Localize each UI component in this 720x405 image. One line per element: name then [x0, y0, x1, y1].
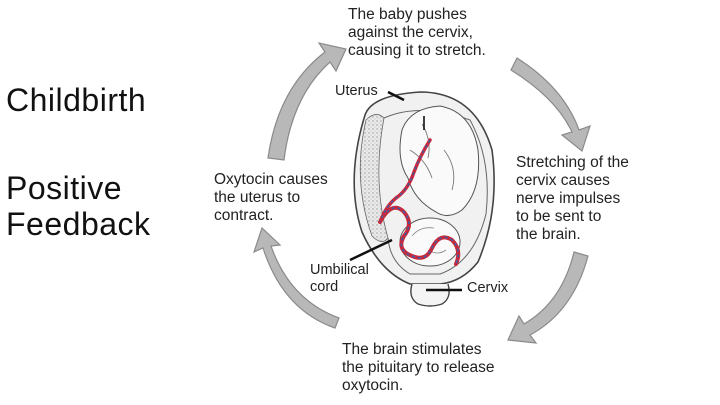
- label-umbilical-cord: Umbilical cord: [310, 262, 369, 295]
- uterus-fetus-illustration: [349, 90, 495, 307]
- cord-pointer-line: [349, 238, 393, 262]
- cycle-arrow-bottom-right: [507, 251, 589, 344]
- cycle-step-nerve-impulses: Stretching of the cervix causes nerve im…: [516, 154, 629, 243]
- label-cervix: Cervix: [467, 280, 509, 296]
- diagram-subtitle: Positive Feedback: [6, 170, 151, 242]
- label-uterus: Uterus: [335, 83, 378, 99]
- cycle-step-baby-pushes: The baby pushes against the cervix, caus…: [348, 6, 486, 59]
- uterus-pointer-line: [387, 90, 405, 102]
- cycle-arrow-bottom-left: [253, 226, 340, 329]
- diagram-title: Childbirth: [6, 82, 147, 118]
- cycle-step-oxytocin: Oxytocin causes the uterus to contract.: [214, 171, 328, 224]
- cycle-arrow-top-right: [510, 57, 591, 153]
- cycle-arrow-top-left: [267, 42, 347, 161]
- cycle-step-brain-stimulates: The brain stimulates the pituitary to re…: [342, 341, 495, 394]
